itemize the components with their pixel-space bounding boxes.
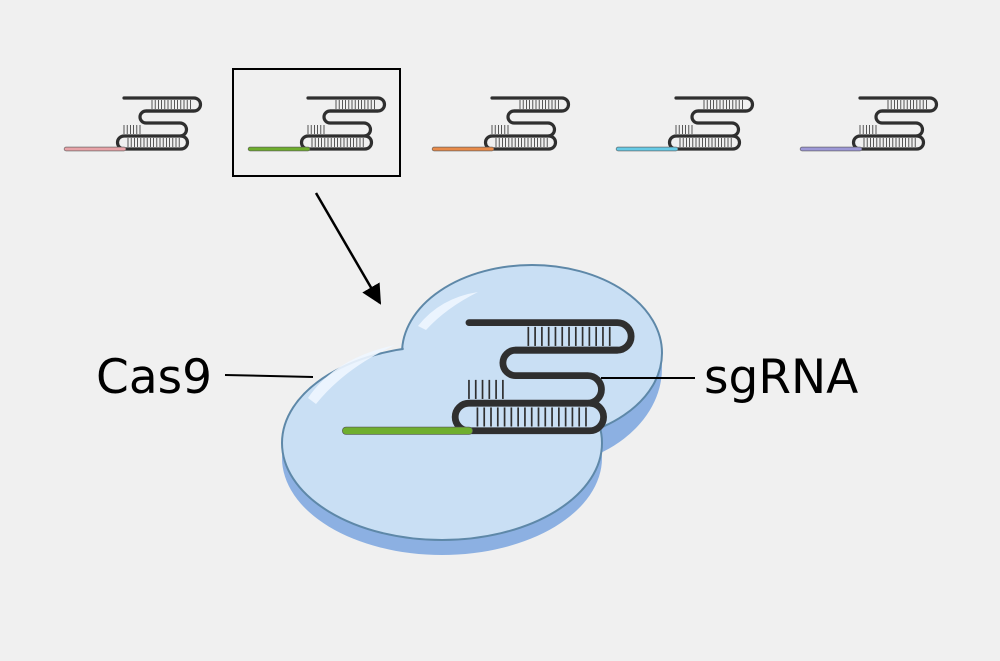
selection-arrow xyxy=(314,192,382,305)
sgrna-backbone xyxy=(115,96,203,151)
cas9-highlights xyxy=(308,292,478,404)
cas9-label: Cas9 xyxy=(96,350,213,405)
selection-box xyxy=(232,68,401,177)
base-pair-ticks xyxy=(123,100,191,147)
sgrna-backbone xyxy=(299,96,387,151)
base-pair-ticks xyxy=(307,100,375,147)
sgrna-library-item-1 xyxy=(63,96,203,152)
sgrna-library-item-2 xyxy=(247,96,387,152)
base-pair-ticks xyxy=(675,100,743,147)
sgrna-label: sgRNA xyxy=(704,350,859,405)
sgrna-library xyxy=(63,96,939,152)
sgrna-library-item-3 xyxy=(431,96,571,152)
sgrna-backbone xyxy=(667,96,755,151)
base-pair-ticks xyxy=(468,326,611,427)
sgrna-backbone xyxy=(451,319,635,435)
sgrna-large xyxy=(342,319,635,435)
base-pair-ticks xyxy=(491,100,559,147)
sgrna-in-cas9 xyxy=(342,319,635,435)
base-pair-ticks xyxy=(859,100,927,147)
sgrna-backbone xyxy=(483,96,571,151)
sgrna-library-item-4 xyxy=(615,96,755,152)
sgrna-library-item-5 xyxy=(799,96,939,152)
sgrna-backbone xyxy=(851,96,939,151)
cas9-leader-line xyxy=(224,374,314,378)
